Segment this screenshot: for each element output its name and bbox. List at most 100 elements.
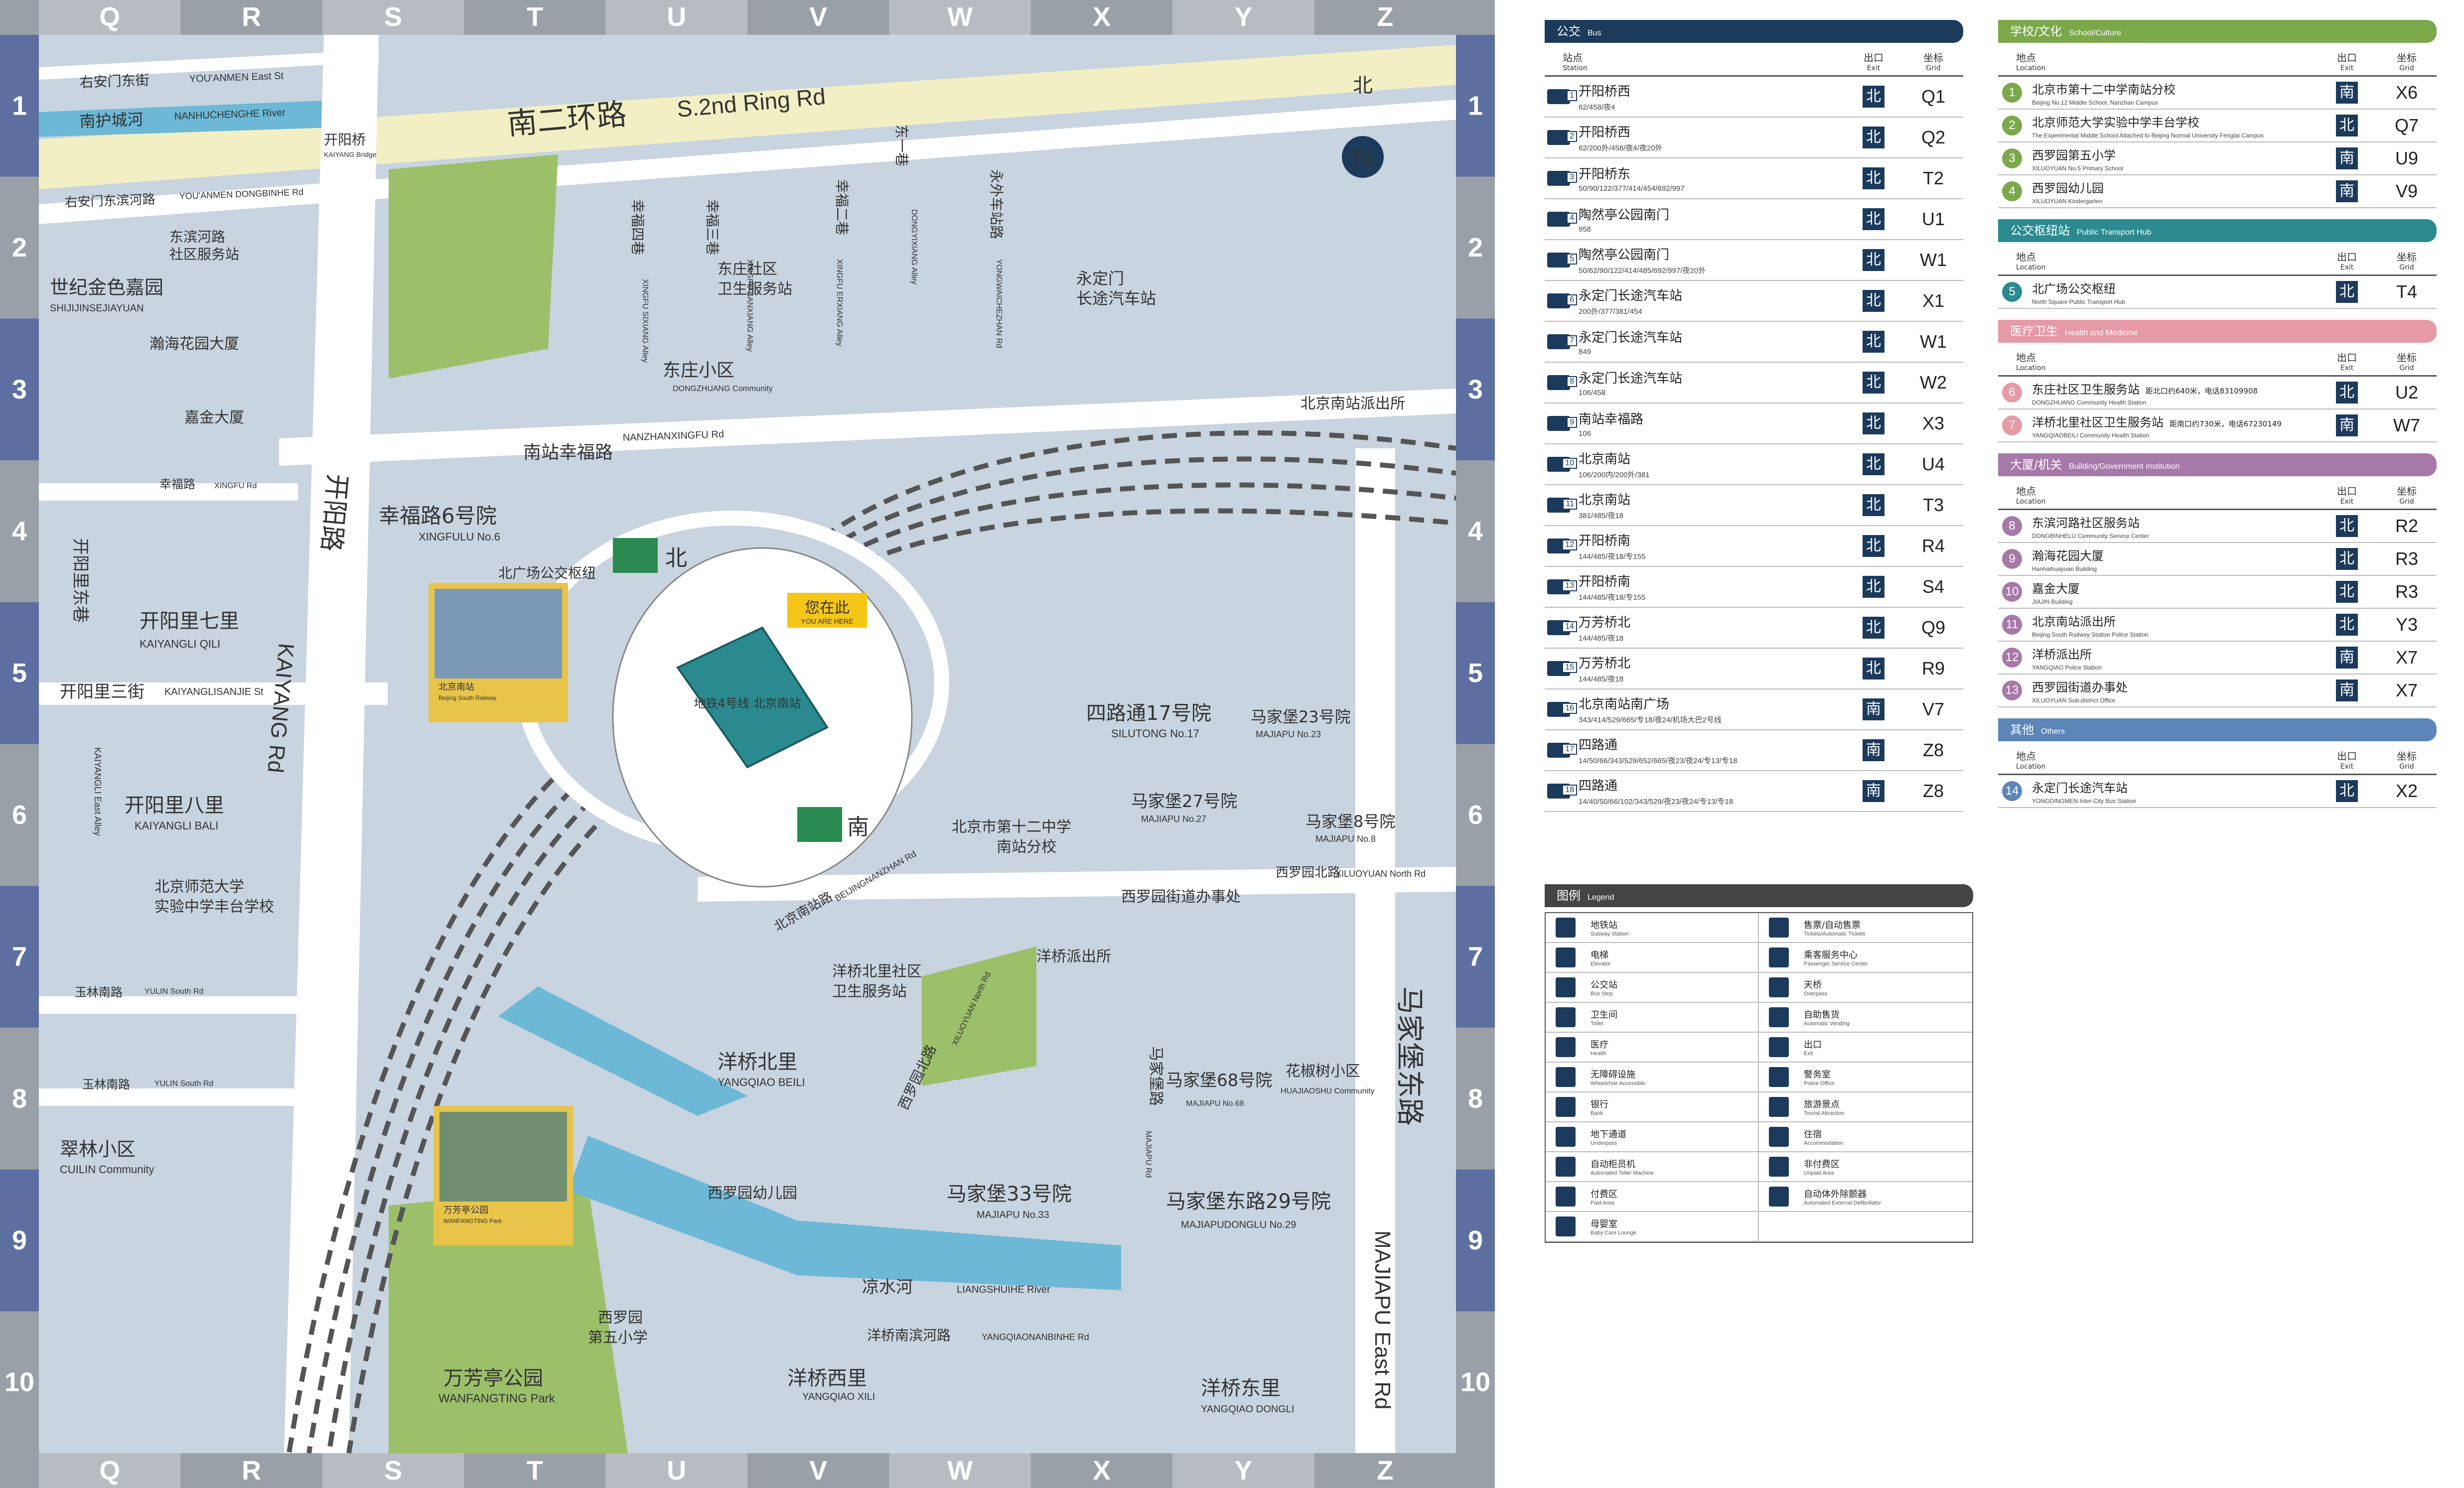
bus-row: 14 万芳桥北 144/485/夜18 北 Q9 bbox=[1545, 608, 1963, 649]
bus-stop-name: 南站幸福路 bbox=[1579, 412, 1644, 427]
grid-col-label: X bbox=[1093, 1456, 1111, 1486]
legend-label-en: Automatic Vending bbox=[1804, 1021, 1850, 1027]
bus-stop-name: 北京南站南广场 bbox=[1579, 697, 1670, 712]
legend-item: 银行 Bank bbox=[1546, 1092, 1759, 1122]
exit-badge: 南 bbox=[1863, 698, 1884, 720]
map-label: 永外车站路 bbox=[988, 169, 1005, 239]
map-label: YANGQIAONANBINHE Rd bbox=[982, 1332, 1089, 1342]
grid-row-label: 4 bbox=[1468, 516, 1483, 546]
grid-row-label: 7 bbox=[1468, 942, 1483, 972]
bus-routes: 14/40/50/66/102/343/529/夜23/夜24/专13/专18 bbox=[1579, 798, 1734, 806]
exit-badge: 北 bbox=[1863, 208, 1884, 230]
exit-badge: 北 bbox=[2336, 115, 2358, 136]
bus-row: 11 北京南站 381/485/夜18 北 T3 bbox=[1545, 485, 1963, 526]
exit-badge: 北 bbox=[1863, 617, 1884, 639]
grid-ref: Z8 bbox=[1922, 740, 1944, 760]
grid-col-label: V bbox=[809, 1456, 827, 1486]
map-label: 幸福路 bbox=[159, 477, 195, 491]
legend-item: 住宿 Accommodation bbox=[1759, 1122, 1972, 1152]
col-station: 站点 bbox=[1563, 52, 1583, 64]
legend-label-en: Wheelchair Accessible bbox=[1591, 1081, 1646, 1086]
map-label: 开阳里七里 bbox=[140, 610, 239, 633]
bus-stop-number: 4 bbox=[1567, 213, 1577, 224]
bus-row: 8 永定门长途汽车站 106/458 北 W2 bbox=[1545, 363, 1963, 404]
poi-name-en: Beijing No.12 Middle School, Nanzhan Cam… bbox=[2032, 99, 2158, 106]
legend-label-en: Health bbox=[1591, 1051, 1606, 1057]
grid-col-label: V bbox=[809, 2, 827, 32]
col-location: 地点 bbox=[2016, 251, 2036, 263]
exit-badge: 北 bbox=[1863, 249, 1884, 271]
legend-label-en: Unpaid Area bbox=[1804, 1170, 1834, 1176]
park-wanfangting bbox=[389, 1186, 628, 1453]
map-label: 玉林南路 bbox=[75, 985, 123, 999]
legend-item: 地铁站 Subway Station bbox=[1546, 913, 1759, 943]
grid-col-label: S bbox=[384, 2, 402, 32]
compass-north-zh: 北 bbox=[1353, 74, 1373, 97]
map-label: YANGQIAO BEILI bbox=[718, 1076, 805, 1088]
bus-row: 6 永定门长途汽车站 200外/377/381/454 北 X1 bbox=[1545, 281, 1963, 322]
exit-badge: 北 bbox=[1863, 331, 1884, 353]
map-label: MAJIAPU Rd bbox=[1144, 1131, 1153, 1178]
bus-row: 10 北京南站 106/200内/200外/381 北 U4 bbox=[1545, 444, 1963, 485]
poi-name: 洋桥派出所 bbox=[2032, 647, 2092, 662]
map-label: 翠林小区 bbox=[60, 1138, 136, 1160]
legend-label: 旅游景点 bbox=[1804, 1099, 1840, 1110]
bus-row: 12 开阳桥南 144/485/夜18/专155 北 R4 bbox=[1545, 526, 1963, 567]
legend-label: 自动柜员机 bbox=[1591, 1159, 1635, 1170]
legend-item: 售票/自动售票 Tickets/Automatic Tickets bbox=[1759, 913, 1972, 943]
exit-badge: 北 bbox=[1863, 658, 1884, 679]
map-label: 洋桥北里 bbox=[718, 1051, 797, 1074]
map-label: 洋桥东里 bbox=[1201, 1377, 1281, 1400]
exit-badge: 南 bbox=[2336, 147, 2358, 169]
poi-note: 距北口约640米，电话83109908 bbox=[2146, 386, 2258, 396]
frame-shades bbox=[0, 0, 1495, 1488]
map-label: 马家堡27号院 bbox=[1131, 792, 1237, 812]
grid-ref: R4 bbox=[1921, 536, 1945, 556]
legend-item bbox=[1759, 1212, 1972, 1242]
moat-river bbox=[39, 100, 349, 137]
map-label: MAJIAPU No.27 bbox=[1141, 814, 1206, 824]
grid-col-label: U bbox=[667, 1456, 686, 1486]
poi-number: 13 bbox=[2002, 680, 2022, 700]
map-label: YONGWAICHEZHAN Rd bbox=[995, 259, 1003, 348]
poi-number: 6 bbox=[2002, 383, 2022, 403]
col-exit: 出口 bbox=[2337, 485, 2357, 497]
exit-south-badge[interactable] bbox=[797, 807, 842, 842]
poi-name-en: DONGZHUANG Community Health Station bbox=[2032, 399, 2147, 406]
park-south bbox=[922, 947, 1036, 1086]
legend-symbol-icon bbox=[1556, 1187, 1576, 1207]
grid-ref: U9 bbox=[2395, 148, 2419, 168]
exit-north-badge[interactable] bbox=[613, 538, 658, 573]
map-label: 幸福路6号院 bbox=[379, 504, 497, 528]
legend-label: 乘客服务中心 bbox=[1804, 950, 1858, 960]
poi-name-en: The Experimental Middle School Attached … bbox=[2032, 132, 2264, 139]
grid-ref: W7 bbox=[2393, 415, 2420, 435]
legend-label: 医疗 bbox=[1591, 1040, 1608, 1050]
grid-ref: X1 bbox=[1922, 290, 1945, 311]
road-nanzhanxingfu bbox=[279, 389, 1456, 466]
map-label: HUAJIAOSHU Community bbox=[1281, 1087, 1374, 1095]
bus-routes: 144/485/夜18/专155 bbox=[1579, 593, 1646, 602]
poi-number: 2 bbox=[2002, 116, 2022, 135]
poi-name: 西罗园幼儿园 bbox=[2032, 181, 2104, 195]
poi-number: 5 bbox=[2002, 282, 2022, 302]
map-label: 马家堡68号院 bbox=[1166, 1071, 1272, 1090]
col-grid: 坐标 bbox=[2397, 750, 2417, 762]
bus-stop-number: 10 bbox=[1562, 458, 1577, 469]
grid-row-label: 8 bbox=[1468, 1083, 1483, 1113]
exit-badge: 北 bbox=[1863, 86, 1884, 108]
col-exit: 出口 bbox=[2337, 352, 2357, 364]
bus-stop-number: 1 bbox=[1567, 90, 1577, 101]
poi-row: 2 北京师范大学实验中学丰台学校 The Experimental Middle… bbox=[1998, 110, 2437, 142]
legend-label-en: Police Office bbox=[1804, 1081, 1835, 1086]
legend-label-en: Overpass bbox=[1804, 991, 1828, 997]
legend-label: 母婴室 bbox=[1591, 1219, 1617, 1229]
bus-panel-title: 公交 bbox=[1557, 24, 1581, 38]
legend-symbol-icon bbox=[1769, 1037, 1789, 1057]
map-label: 东滨河路 bbox=[169, 229, 225, 245]
col-grid: 坐标 bbox=[2397, 251, 2417, 263]
map-label: 洋桥派出所 bbox=[1036, 948, 1111, 965]
col-location-en: Location bbox=[2016, 64, 2046, 72]
